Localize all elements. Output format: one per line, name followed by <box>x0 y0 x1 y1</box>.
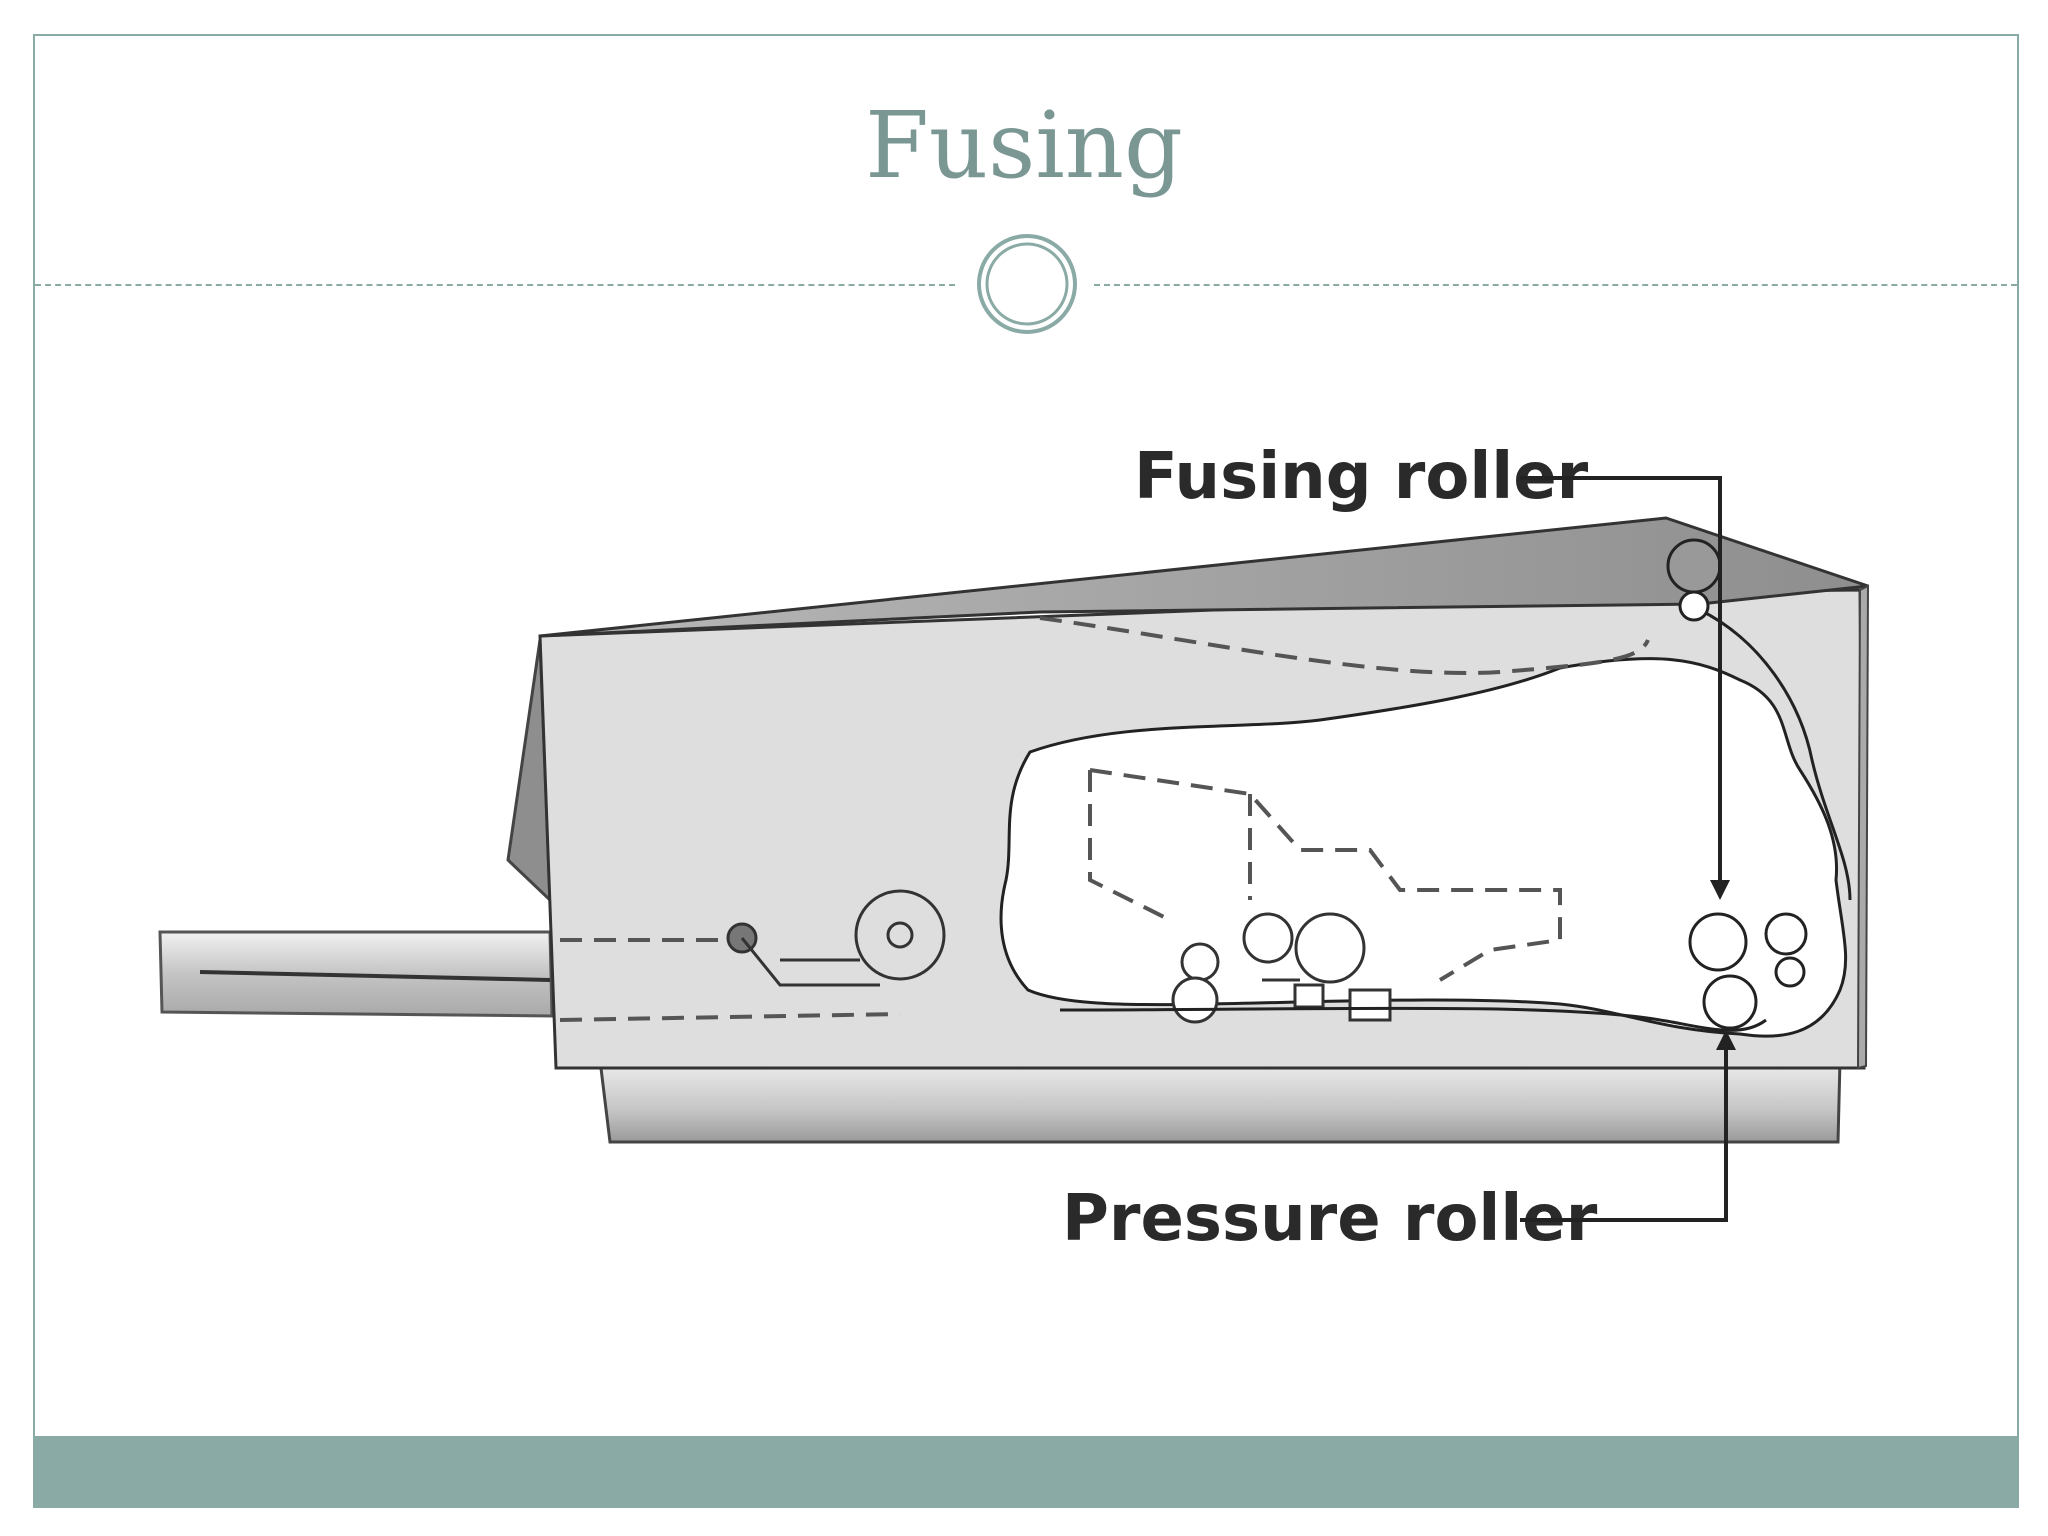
title-divider-right <box>1094 284 2017 286</box>
footer-bar <box>33 1436 2019 1508</box>
fusing-roller-icon <box>1688 912 1748 972</box>
fusing-roller-label: Fusing roller <box>1134 440 1589 514</box>
callouts: Fusing roller Pressure roller <box>1062 440 1736 1256</box>
slide-title: Fusing <box>865 92 1183 199</box>
fuser-assembly <box>1059 538 1808 1032</box>
fusing-roller-leader <box>1520 476 1722 890</box>
pressure-roller-leader <box>1520 1040 1728 1222</box>
pressure-roller-icon <box>1702 974 1758 1030</box>
printer-interior-cutaway <box>999 608 1852 1038</box>
title-divider-left <box>35 284 955 286</box>
imaging-rollers <box>1171 912 1392 1024</box>
circle-ornament-icon <box>977 234 1077 334</box>
pickup-assembly <box>726 889 946 987</box>
pressure-roller-label: Pressure roller <box>1062 1182 1598 1256</box>
paper-path-dashed <box>559 616 1650 1022</box>
